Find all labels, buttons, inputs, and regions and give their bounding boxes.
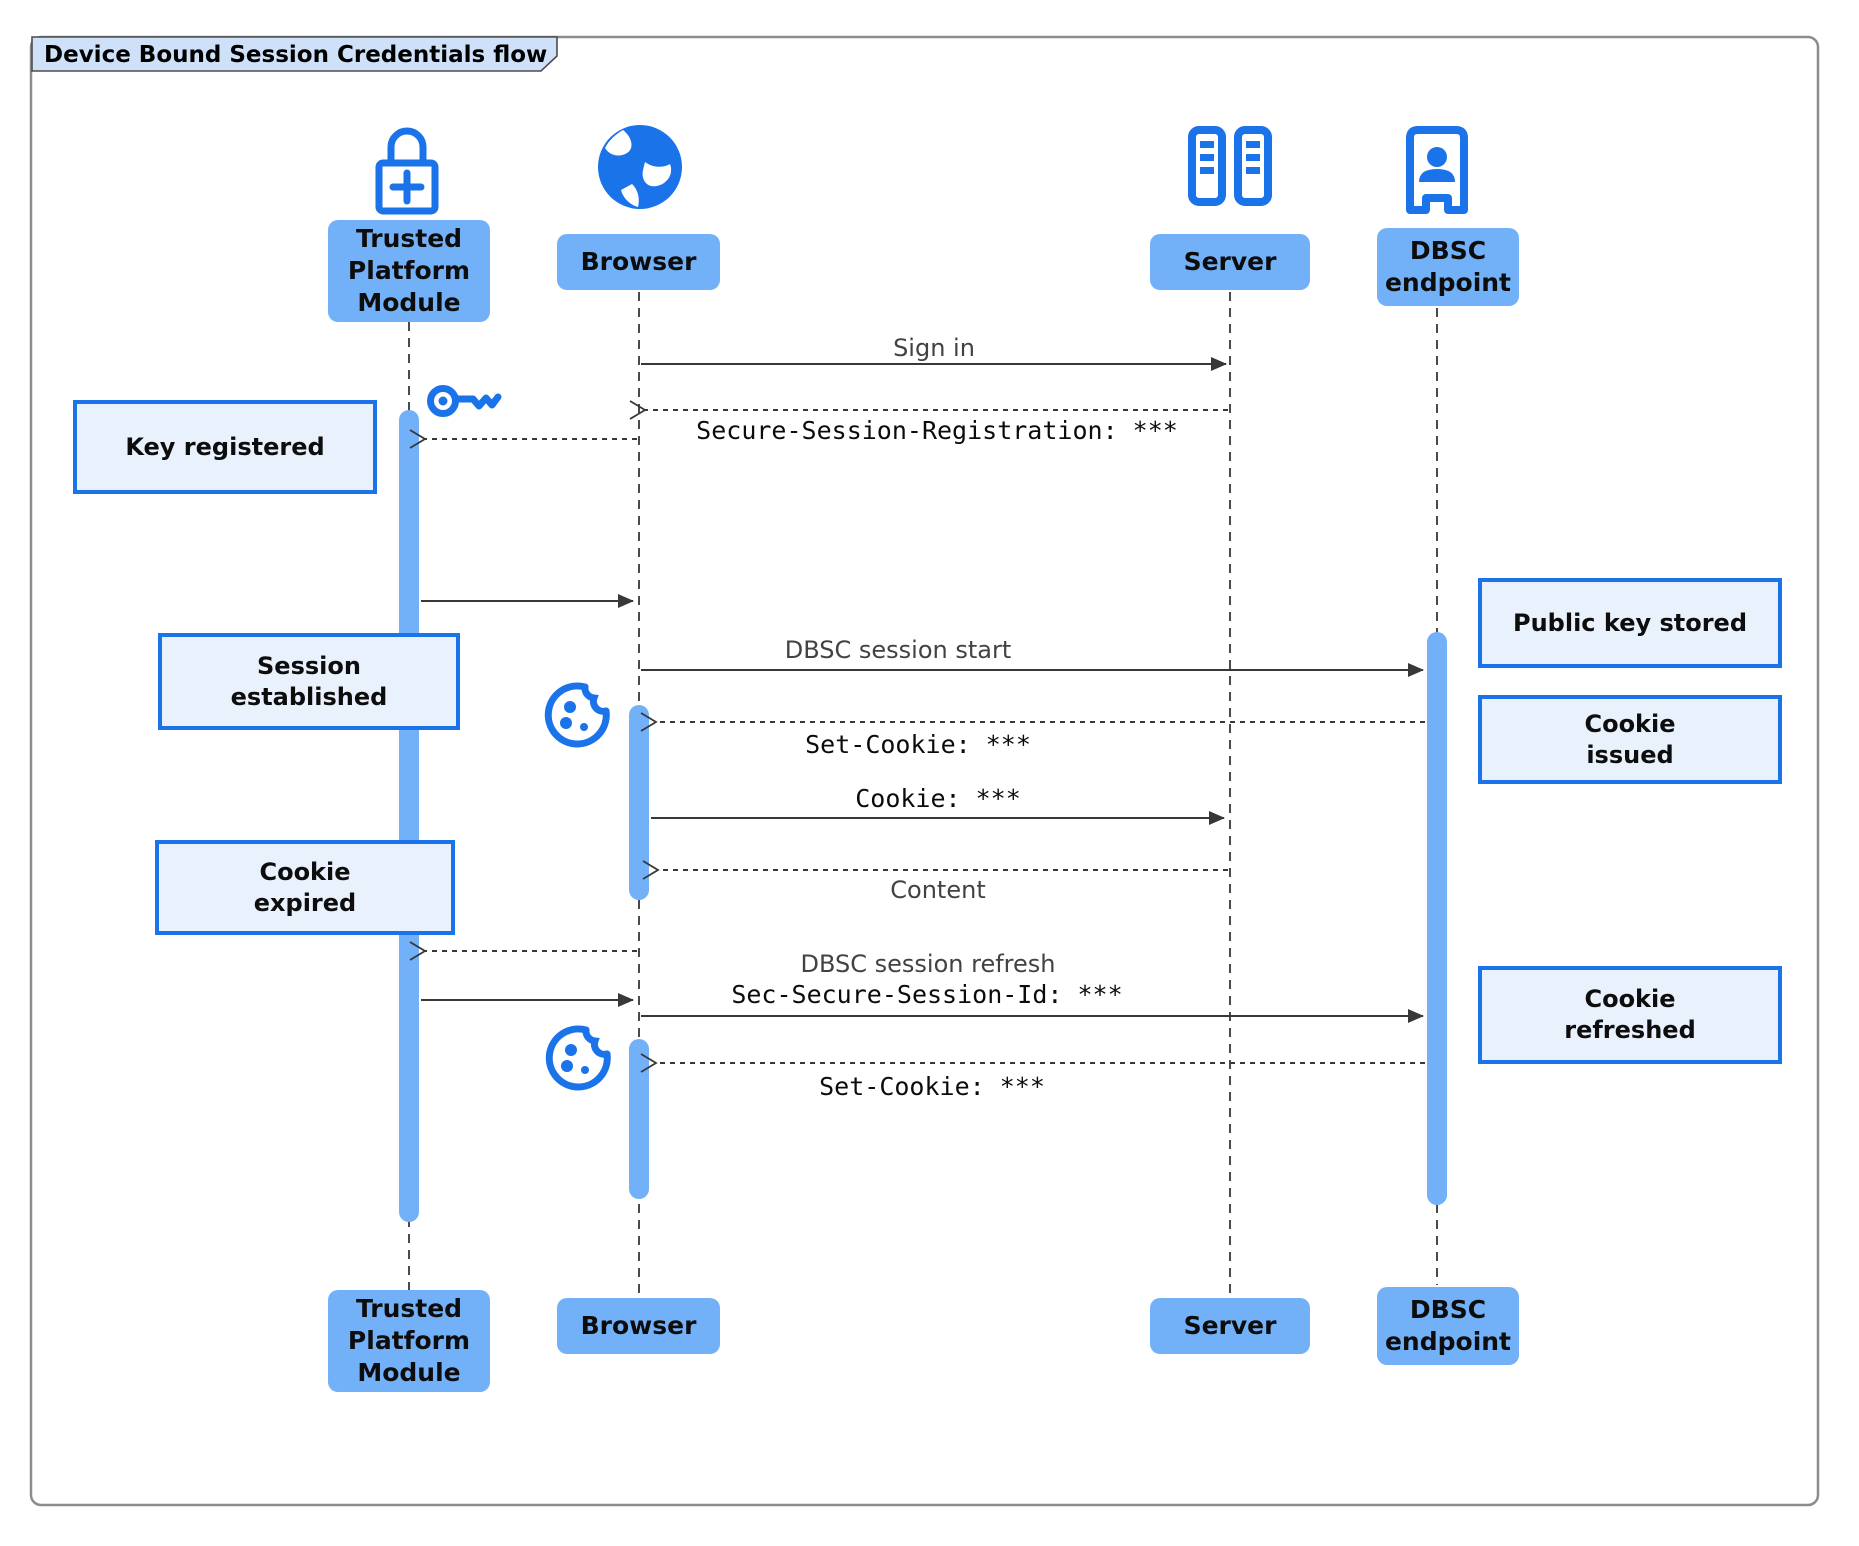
actor-tpm-bottom: Trusted Platform Module <box>328 1290 490 1392</box>
actor-dbsc-bottom: DBSC endpoint <box>1377 1287 1519 1365</box>
label-set-cookie-refresh: Set-Cookie: *** <box>819 1072 1045 1101</box>
activation-dbsc <box>1427 632 1447 1205</box>
label-secure-session-registration: Secure-Session-Registration: *** <box>696 416 1178 445</box>
note-cookie-refreshed: Cookie refreshed <box>1478 966 1782 1064</box>
actor-browser-top: Browser <box>557 234 720 290</box>
activation-browser-2 <box>629 1039 649 1199</box>
server-racks-icon <box>1188 126 1272 206</box>
note-session-established: Session established <box>158 633 460 730</box>
cookie-icon <box>544 682 610 748</box>
label-sign-in: Sign in <box>893 334 975 362</box>
label-dbsc-session-refresh: DBSC session refresh <box>800 950 1056 978</box>
note-cookie-expired: Cookie expired <box>155 840 455 935</box>
lock-plus-icon <box>375 127 439 215</box>
actor-dbsc-top: DBSC endpoint <box>1377 228 1519 306</box>
activation-browser-1 <box>629 705 649 900</box>
label-content: Content <box>890 876 986 904</box>
globe-icon <box>598 125 682 209</box>
label-sec-secure-session-id: Sec-Secure-Session-Id: *** <box>731 980 1123 1009</box>
label-cookie: Cookie: *** <box>855 784 1021 813</box>
actor-tpm-top: Trusted Platform Module <box>328 220 490 322</box>
cookie-icon <box>545 1025 611 1091</box>
label-dbsc-session-start: DBSC session start <box>784 636 1012 664</box>
note-cookie-issued: Cookie issued <box>1478 695 1782 784</box>
key-icon <box>427 385 502 417</box>
actor-server-bottom: Server <box>1150 1298 1310 1354</box>
note-public-key-stored: Public key stored <box>1478 578 1782 668</box>
note-key-registered: Key registered <box>73 400 377 494</box>
diagram-title: Device Bound Session Credentials flow <box>44 42 548 68</box>
label-set-cookie-initial: Set-Cookie: *** <box>805 730 1031 759</box>
actor-server-top: Server <box>1150 234 1310 290</box>
actor-browser-bottom: Browser <box>557 1298 720 1354</box>
activation-tpm <box>399 410 419 1222</box>
door-person-icon <box>1406 126 1468 214</box>
diagram-frame <box>29 35 1820 1507</box>
title-tab-shape <box>31 36 558 72</box>
